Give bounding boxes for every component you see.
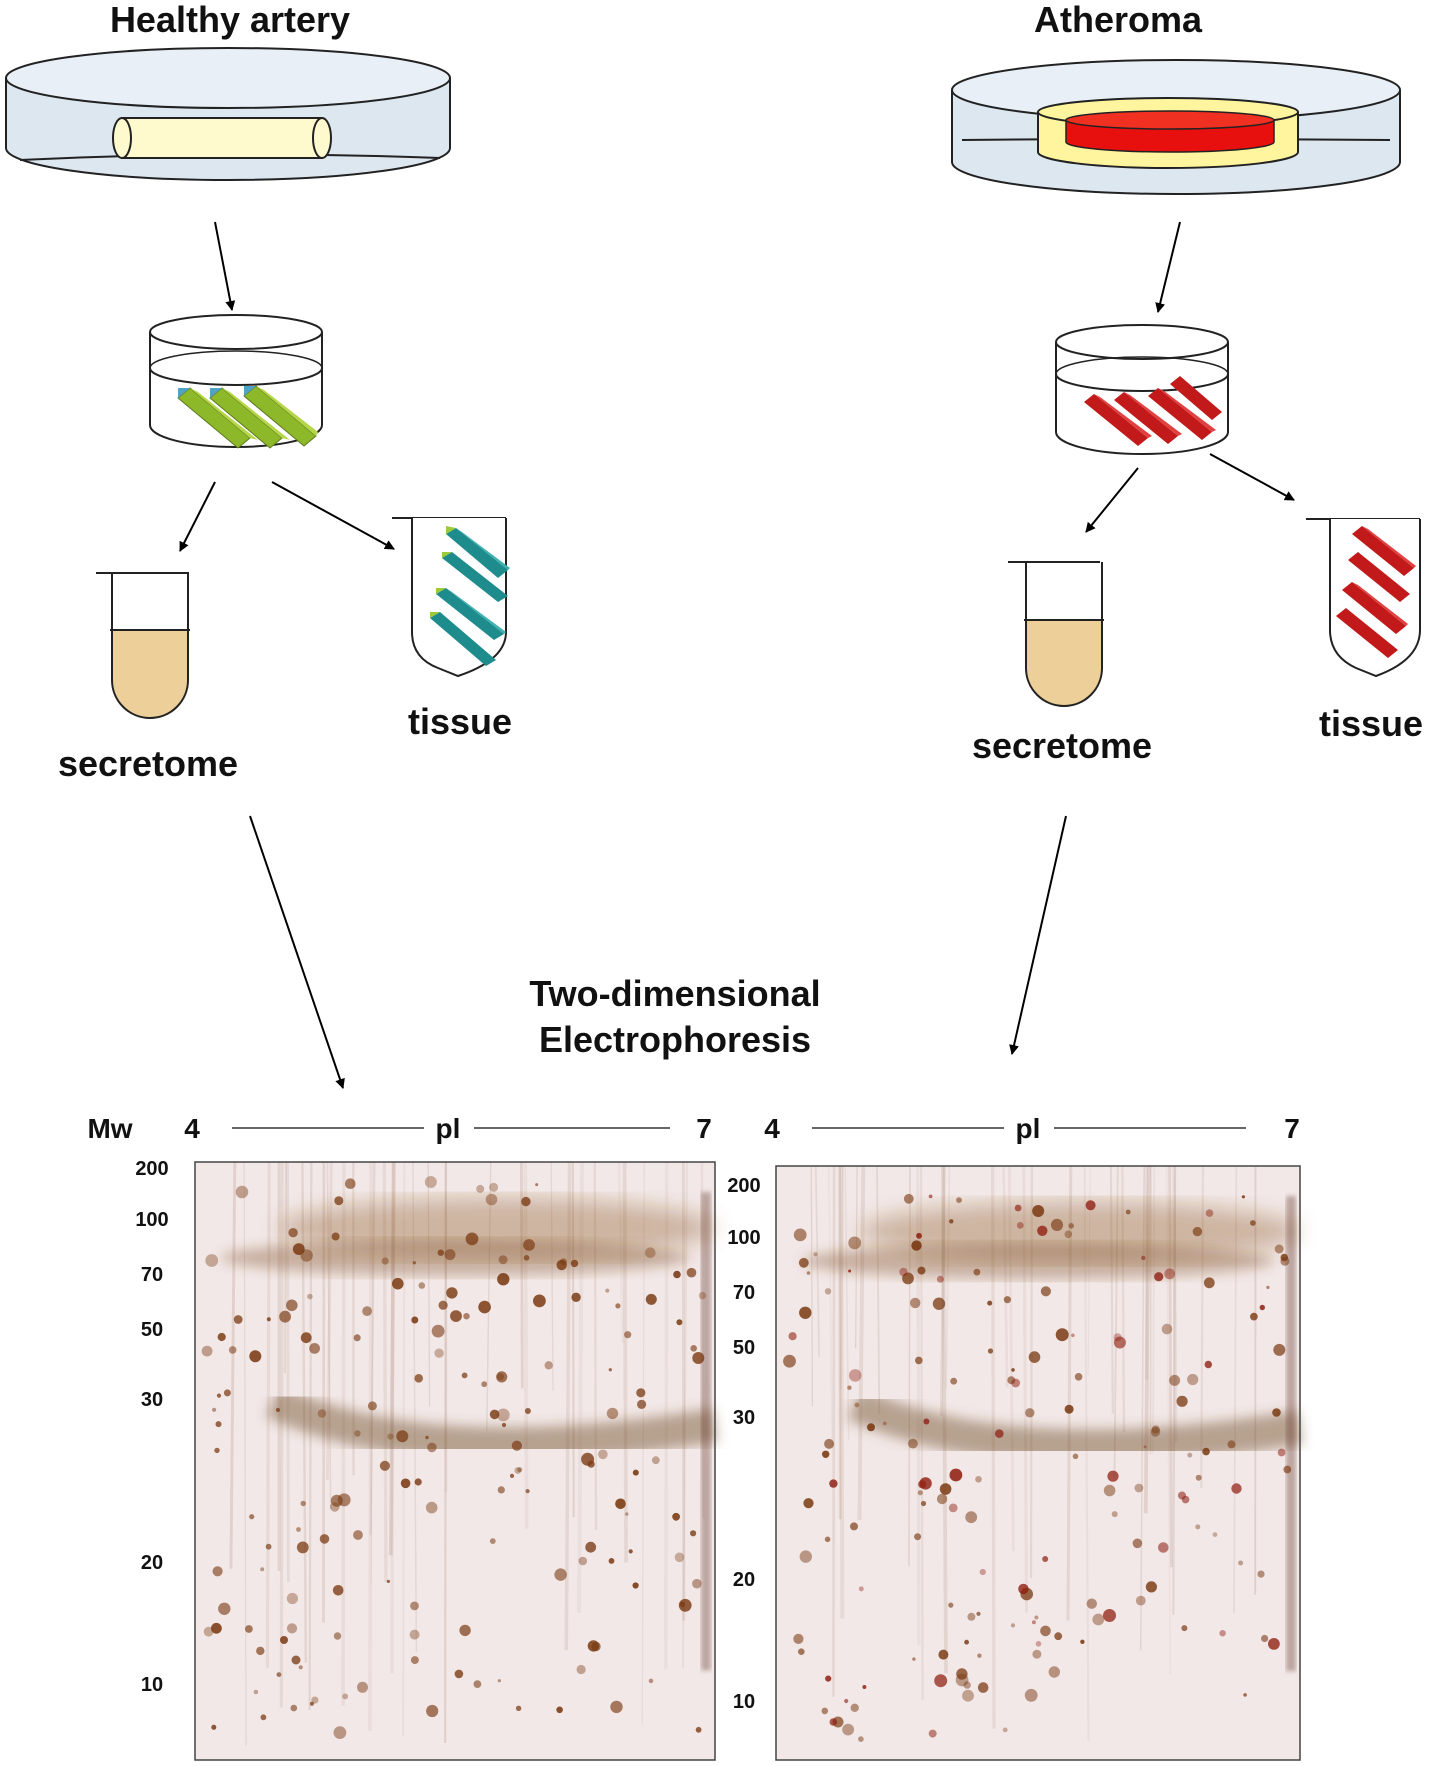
arrow-dish-to-culture-right [1155,221,1181,313]
arrow-to-tissue-left [271,481,395,550]
mw-tick-100-left: 100 [135,1209,168,1231]
electrophoresis-title-line1: Two-dimensional [529,973,820,1014]
tissue-strips-red-tube [1336,526,1416,658]
pi-min-left: 4 [184,1113,200,1144]
mw-tick-20-right: 20 [733,1569,755,1591]
arrow-to-secretome-left [179,481,216,552]
tissue-tube-healthy [392,517,510,678]
tissue-label-left: tissue [408,701,512,742]
mw-axis-label: Mw [87,1113,132,1144]
mw-tick-50-right: 50 [733,1337,755,1359]
mw-tick-10-left: 10 [141,1674,163,1696]
pi-axis-label-left: pl [436,1113,461,1144]
artery-segment [112,117,332,159]
mw-tick-200-right: 200 [727,1175,760,1197]
petri-dish-atheroma [951,59,1401,195]
tissue-label-right: tissue [1319,703,1423,744]
secretome-label-left: secretome [58,743,238,784]
tissue-strips-green [177,385,318,449]
culture-well-atheroma [1055,324,1229,455]
pi-min-right: 4 [764,1113,780,1144]
gel-left: Mw 4 pl 7 200 100 70 50 30 20 10 [87,1113,718,1761]
pi-max-right: 7 [1284,1113,1300,1144]
secretome-tube-healthy [96,572,190,719]
electrophoresis-title-line2: Electrophoresis [539,1019,811,1060]
mw-tick-70-right: 70 [733,1282,755,1304]
arrow-secretome-to-gel-right [1009,815,1067,1055]
mw-tick-20-left: 20 [141,1552,163,1574]
petri-dish-healthy [5,47,451,181]
gel-right: 4 pl 7 200 100 70 50 30 20 10 [727,1113,1303,1761]
arrow-secretome-to-gel-left [249,815,345,1089]
tissue-strips-red [1084,376,1222,446]
secretome-tube-atheroma [1008,561,1104,707]
gel-image-right [775,1165,1303,1761]
secretome-label-right: secretome [972,725,1152,766]
arrow-dish-to-culture-left [214,221,236,311]
atheroma-plaque [1037,97,1299,169]
mw-tick-70-left: 70 [141,1264,163,1286]
tissue-tube-atheroma [1306,518,1421,678]
healthy-artery-title: Healthy artery [110,0,350,40]
mw-tick-200-left: 200 [135,1158,168,1180]
mw-tick-30-right: 30 [733,1407,755,1429]
culture-well-healthy [149,314,323,449]
pi-max-left: 7 [696,1113,712,1144]
arrow-to-tissue-right [1209,453,1295,501]
mw-tick-30-left: 30 [141,1389,163,1411]
atheroma-title: Atheroma [1034,0,1203,40]
mw-tick-100-right: 100 [727,1227,760,1249]
arrow-to-secretome-right [1085,467,1139,533]
tissue-strips-teal [430,526,510,666]
gel-image-left [194,1161,718,1761]
pi-axis-label-right: pl [1016,1113,1041,1144]
mw-tick-50-left: 50 [141,1319,163,1341]
mw-tick-10-right: 10 [733,1691,755,1713]
